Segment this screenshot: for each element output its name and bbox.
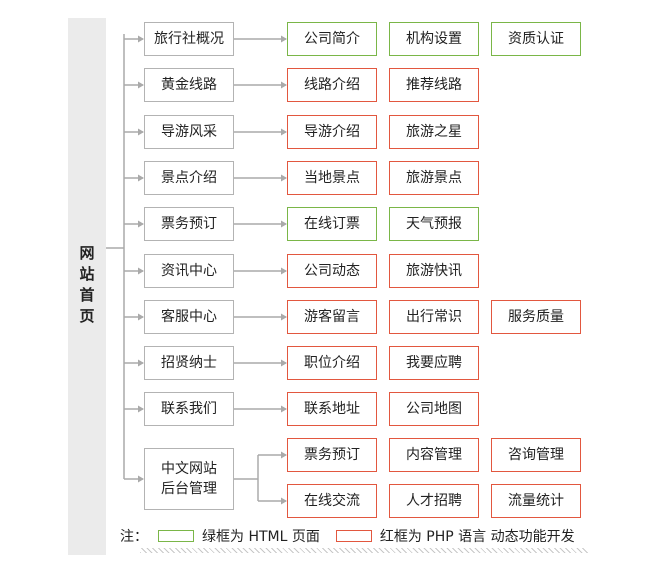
legend-prefix: 注： xyxy=(120,529,148,545)
arrow-head xyxy=(138,35,144,43)
category-node: 资讯中心 xyxy=(144,254,234,288)
arrow-head xyxy=(138,313,144,321)
page-node-php: 公司动态 xyxy=(287,254,377,288)
arrow-head xyxy=(281,497,287,505)
arrow-head xyxy=(138,405,144,413)
page-node-php: 旅游景点 xyxy=(389,161,479,195)
page-node-html: 公司简介 xyxy=(287,22,377,56)
admin-page-node-php: 内容管理 xyxy=(389,438,479,472)
legend-html-text: 绿框为 HTML 页面 xyxy=(202,529,320,545)
category-node: 联系我们 xyxy=(144,392,234,426)
arrow-head xyxy=(281,405,287,413)
legend-underline xyxy=(140,548,588,553)
arrow-head xyxy=(281,451,287,459)
admin-page-node-php: 票务预订 xyxy=(287,438,377,472)
legend-php-text: 红框为 PHP 语言 动态功能开发 xyxy=(379,529,575,545)
page-node-php: 服务质量 xyxy=(491,300,581,334)
root-label: 网站首页 xyxy=(77,244,96,329)
admin-node: 中文网站后台管理 xyxy=(144,448,234,510)
arrow-head xyxy=(281,359,287,367)
category-node: 旅行社概况 xyxy=(144,22,234,56)
page-node-html: 资质认证 xyxy=(491,22,581,56)
arrow-head xyxy=(138,81,144,89)
admin-page-node-php: 在线交流 xyxy=(287,484,377,518)
page-node-php: 旅游快讯 xyxy=(389,254,479,288)
category-node: 招贤纳士 xyxy=(144,346,234,380)
page-node-php: 我要应聘 xyxy=(389,346,479,380)
arrow-head xyxy=(138,174,144,182)
arrow-head xyxy=(138,359,144,367)
arrow-head xyxy=(281,174,287,182)
arrow-head xyxy=(281,128,287,136)
page-node-html: 机构设置 xyxy=(389,22,479,56)
page-node-php: 联系地址 xyxy=(287,392,377,426)
page-node-php: 旅游之星 xyxy=(389,115,479,149)
arrow-head xyxy=(281,35,287,43)
arrow-head xyxy=(138,267,144,275)
admin-page-node-php: 人才招聘 xyxy=(389,484,479,518)
page-node-php: 职位介绍 xyxy=(287,346,377,380)
category-node: 导游风采 xyxy=(144,115,234,149)
arrow-head xyxy=(281,81,287,89)
page-node-php: 公司地图 xyxy=(389,392,479,426)
legend: 注： 绿框为 HTML 页面 红框为 PHP 语言 动态功能开发 xyxy=(120,524,590,548)
page-node-php: 导游介绍 xyxy=(287,115,377,149)
admin-label-line2: 后台管理 xyxy=(161,481,217,497)
category-node: 景点介绍 xyxy=(144,161,234,195)
arrow-head xyxy=(281,313,287,321)
admin-page-node-php: 流量统计 xyxy=(491,484,581,518)
page-node-php: 游客留言 xyxy=(287,300,377,334)
arrow-head xyxy=(281,267,287,275)
arrow-head xyxy=(138,128,144,136)
root-node: 网站首页 xyxy=(68,18,106,555)
page-node-php: 当地景点 xyxy=(287,161,377,195)
page-node-html: 天气预报 xyxy=(389,207,479,241)
category-node: 票务预订 xyxy=(144,207,234,241)
admin-page-node-php: 咨询管理 xyxy=(491,438,581,472)
legend-green-swatch xyxy=(158,530,194,542)
arrow-head xyxy=(138,475,144,483)
legend-red-swatch xyxy=(335,530,372,542)
page-node-php: 推荐线路 xyxy=(389,68,479,102)
page-node-php: 出行常识 xyxy=(389,300,479,334)
page-node-html: 在线订票 xyxy=(287,207,377,241)
arrow-head xyxy=(281,220,287,228)
page-node-php: 线路介绍 xyxy=(287,68,377,102)
category-node: 客服中心 xyxy=(144,300,234,334)
admin-label-line1: 中文网站 xyxy=(161,461,217,477)
category-node: 黄金线路 xyxy=(144,68,234,102)
arrow-head xyxy=(138,220,144,228)
